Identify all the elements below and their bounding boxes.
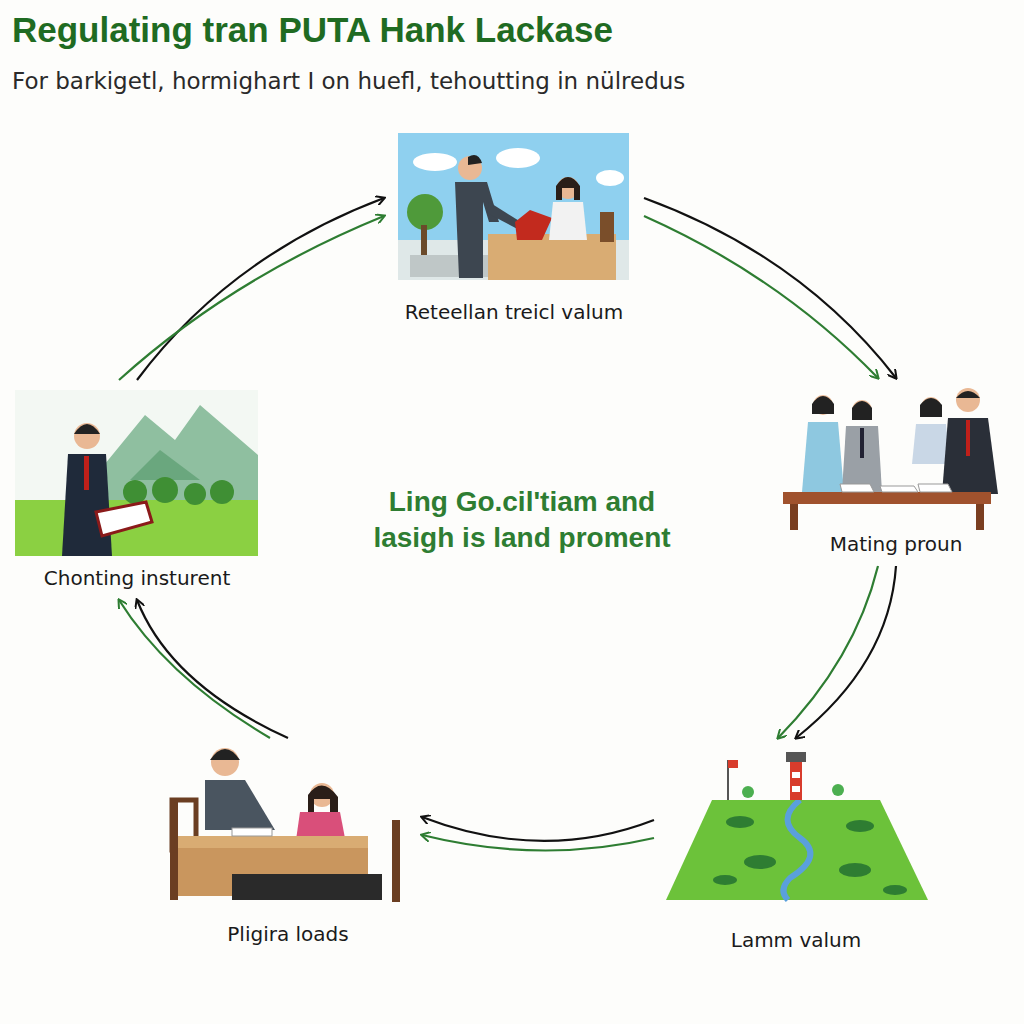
step-label: Chonting insturent [10,566,264,590]
arrow-stroke [796,566,896,738]
step-node: Reteellan treicl valum [390,128,638,328]
cycle-arrow [119,198,384,380]
center-note: Ling Go.cil'tiam and lasigh is land prom… [372,484,672,557]
diagram-title: Regulating tran PUTA Hank Lackase [12,10,613,50]
top-illustration [398,133,629,280]
arrow-stroke [119,600,270,738]
step-label: Lamm valum [660,928,932,952]
right-illustration [783,388,998,530]
arrow-stroke [137,600,288,738]
arrow-stroke [422,835,654,850]
arrow-stroke [778,566,878,738]
landscape-illustration [15,390,258,556]
cycle-arrow [422,817,654,850]
step-label: Reteellan treicl valum [390,300,638,324]
arrow-stroke [422,817,654,841]
arrow-stroke [644,216,878,378]
step-label: Mating proun [776,532,1016,556]
step-label: Pligira loads [160,922,416,946]
arrow-stroke [644,198,896,378]
cycle-arrow [778,566,896,738]
land-map-illustration [666,752,928,900]
cycle-arrow [644,198,896,378]
cycle-arrow [119,600,288,738]
step-node: Mating proun [776,384,1016,560]
arrow-stroke [137,198,384,380]
desk-meeting-illustration [170,748,400,902]
step-node: Lamm valum [660,744,932,956]
subtitle: For barkigetl, hormighart I on huefl, te… [12,68,685,94]
step-node: Pligira loads [160,744,416,950]
arrow-stroke [119,216,384,380]
step-node: Chonting insturent [10,386,264,594]
